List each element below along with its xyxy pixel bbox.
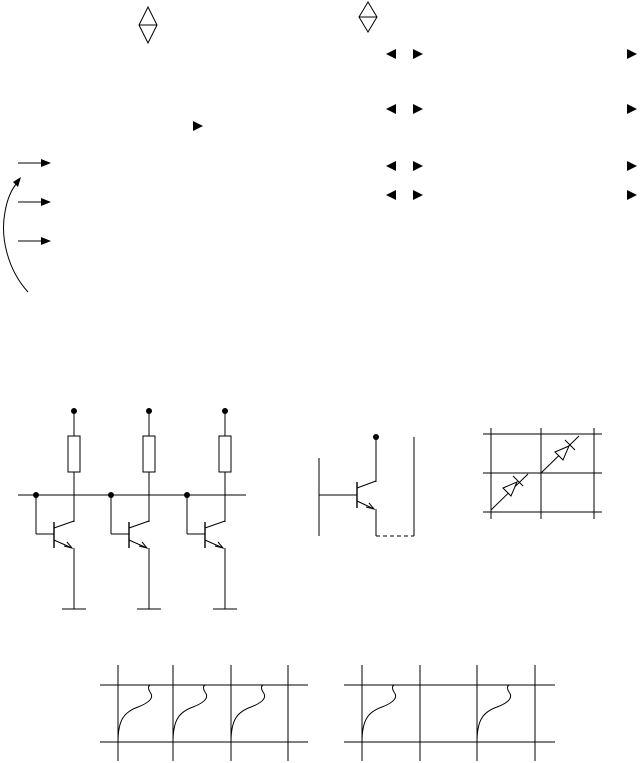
arrow-right-icon xyxy=(413,104,423,114)
diamond-icon xyxy=(138,5,158,45)
characteristic-curve xyxy=(230,684,266,743)
diode-icon xyxy=(490,473,529,511)
input-arrow-2 xyxy=(18,198,51,206)
curve-grid-left xyxy=(100,665,308,761)
diode-matrix xyxy=(483,428,602,519)
arrow-right-icon xyxy=(413,161,423,171)
curved-arrow xyxy=(3,177,29,293)
arrow-row-3 xyxy=(386,161,637,171)
arrow-right-icon xyxy=(413,49,423,59)
arrow-left-icon xyxy=(386,161,396,171)
arrow-right-icon xyxy=(627,161,637,171)
arrow-left-icon xyxy=(386,190,396,200)
transistor-icon xyxy=(204,520,226,549)
resistor-icon xyxy=(67,435,81,473)
characteristic-curve xyxy=(361,684,397,743)
characteristic-curve xyxy=(172,684,208,743)
diode-icon xyxy=(540,435,580,474)
resistor-icon xyxy=(218,435,232,473)
transistor-icon xyxy=(53,520,75,549)
top-left-arrow-panel xyxy=(3,5,203,293)
transistor-array-circuit xyxy=(18,408,246,610)
input-arrow-1 xyxy=(18,159,51,167)
resistor-icon xyxy=(142,435,156,473)
diamond-icon xyxy=(358,1,378,33)
curve-grid-right xyxy=(344,665,555,761)
arrow-right-icon xyxy=(627,49,637,59)
top-right-arrow-rows xyxy=(358,1,637,200)
characteristic-curve xyxy=(476,684,512,743)
arrow-left-icon xyxy=(386,104,396,114)
transistor-icon xyxy=(356,480,377,510)
arrow-right-icon xyxy=(627,104,637,114)
arrow-row-4 xyxy=(386,190,637,200)
arrow-row-1 xyxy=(386,49,637,59)
arrow-right-icon xyxy=(627,190,637,200)
transistor-icon xyxy=(128,520,150,549)
arrow-left-icon xyxy=(386,49,396,59)
transistor-stage-1 xyxy=(33,408,86,610)
transistor-stage-3 xyxy=(184,408,237,610)
arrow-right-icon xyxy=(193,121,203,131)
arrow-right-icon xyxy=(413,190,423,200)
input-arrow-3 xyxy=(18,237,51,245)
transistor-stage-2 xyxy=(108,408,161,610)
single-transistor-circuit xyxy=(318,434,415,537)
characteristic-curve xyxy=(117,684,153,743)
arrow-row-2 xyxy=(386,104,637,114)
